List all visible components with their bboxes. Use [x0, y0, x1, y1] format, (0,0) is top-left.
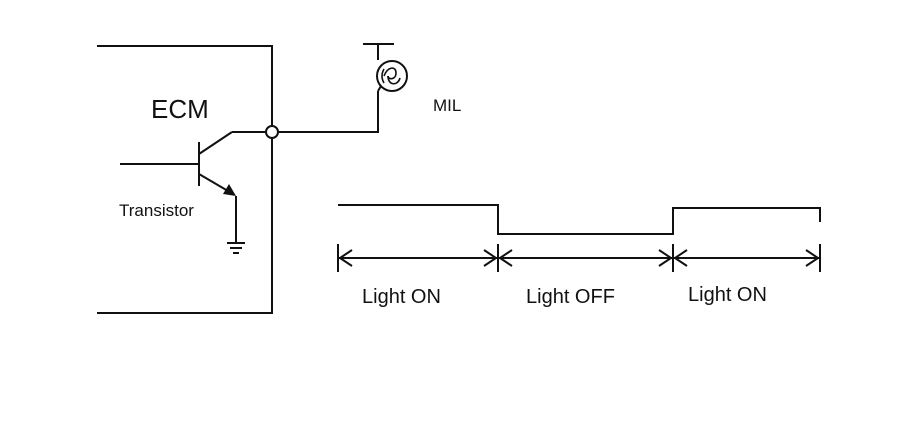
- ecm-label: ECM: [151, 94, 209, 124]
- transistor-label: Transistor: [119, 201, 194, 220]
- segment-label-light-on-2: Light ON: [688, 284, 767, 306]
- dimension-arrow-3: [673, 249, 820, 267]
- segment-label-light-on-1: Light ON: [362, 286, 441, 308]
- dimension-arrow-1: [338, 249, 498, 267]
- ground-symbol-icon: [227, 242, 245, 254]
- mil-lamp-icon: [363, 43, 408, 92]
- segment-label-light-off: Light OFF: [526, 286, 615, 308]
- mil-label: MIL: [433, 96, 462, 115]
- ecm-box: [97, 45, 273, 314]
- mil-wire: [278, 91, 379, 133]
- connector-terminal-icon: [265, 125, 279, 139]
- dimension-arrow-2: [498, 249, 673, 267]
- npn-transistor-icon: [120, 131, 266, 243]
- timing-waveform: [338, 204, 821, 235]
